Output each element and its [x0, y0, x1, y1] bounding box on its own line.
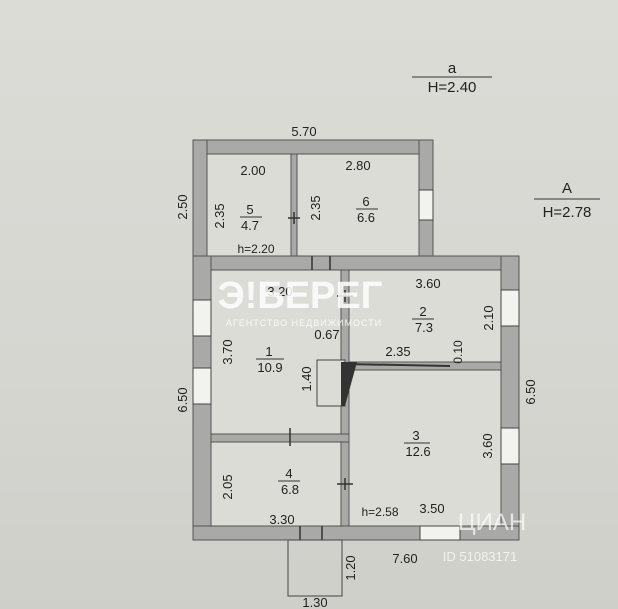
brand-watermark: Э!БЕРЕГ [218, 275, 383, 317]
room-4-floor [210, 441, 342, 527]
room-4-area: 6.8 [281, 482, 299, 497]
room-6-width: 2.80 [345, 158, 370, 173]
brand-watermark-sub: АГЕНТСТВО НЕДВИЖИМОСТИ [226, 318, 382, 328]
room-1-number: 1 [265, 344, 272, 359]
dim-left-top: 2.50 [175, 194, 190, 219]
room-4-number: 4 [285, 466, 292, 481]
room-1-depth: 3.70 [220, 339, 235, 364]
room-3-number: 3 [412, 428, 419, 443]
room-5-depth: 2.35 [212, 203, 227, 228]
window-right-2 [500, 427, 520, 465]
window-bottom [419, 525, 461, 541]
room-1-area: 10.9 [257, 360, 282, 375]
wall-annex-partition [290, 153, 298, 257]
room-5-width: 2.00 [240, 163, 265, 178]
room-1-extra-1: 0.67 [314, 327, 339, 342]
room-3-width: 3.50 [419, 501, 444, 516]
windows [192, 189, 520, 541]
level-A-letter: A [562, 180, 572, 197]
room-4-width: 3.30 [269, 512, 294, 527]
room-1-width: 3.20 [267, 284, 292, 299]
room-3-height: h=2.58 [361, 505, 398, 519]
window-left-2 [192, 367, 212, 405]
room-2-depth: 2.10 [481, 305, 496, 330]
room-2-area: 7.3 [415, 320, 433, 335]
cian-watermark-id: ID 51083171 [443, 549, 517, 564]
room-6-floor [296, 153, 420, 257]
room-5-area: 4.7 [241, 218, 259, 233]
room-6-area: 6.6 [357, 210, 375, 225]
room-5-height: h=2.20 [237, 242, 274, 256]
stair-box [316, 359, 346, 407]
level-a-letter: a [448, 60, 457, 77]
window-annex-right [418, 189, 434, 221]
room-2-floor [348, 269, 502, 363]
stair-line [344, 363, 451, 367]
room-5-number: 5 [246, 202, 253, 217]
wall-annex-top [192, 139, 434, 155]
room-2-width: 3.60 [415, 276, 440, 291]
wall-room4-top [210, 433, 350, 443]
room-1-extra-2: 1.40 [299, 366, 314, 391]
room-6-depth: 2.35 [308, 195, 323, 220]
dim-right: 6.50 [523, 379, 538, 404]
level-a-height: H=2.40 [428, 79, 477, 96]
dim-left-main: 6.50 [175, 387, 190, 412]
dim-top-width: 5.70 [291, 124, 316, 139]
door-marks [288, 212, 353, 540]
porch-outline [287, 539, 343, 597]
room-2-extra-2: 0.10 [451, 340, 465, 364]
room-interiors [206, 153, 502, 527]
window-right-1 [500, 289, 520, 327]
room-5-floor [206, 153, 292, 257]
dim-porch-depth: 1.20 [343, 555, 358, 580]
window-left-1 [192, 299, 212, 337]
wall-annex-left [192, 139, 208, 263]
room-1-floor [210, 269, 342, 435]
room-3-area: 12.6 [405, 444, 430, 459]
dim-bottom-width: 7.60 [392, 551, 417, 566]
level-A-height: H=2.78 [543, 204, 592, 221]
dim-porch-width: 1.30 [302, 595, 327, 609]
room-4-depth: 2.05 [220, 474, 235, 499]
room-2-extra-1: 2.35 [385, 344, 410, 359]
wall-main-top [192, 255, 520, 271]
cian-watermark: ЦИАН [458, 509, 526, 536]
room-6-number: 6 [362, 194, 369, 209]
room-3-depth: 3.60 [480, 433, 495, 458]
room-3-floor [348, 369, 502, 527]
room-2-number: 2 [419, 304, 426, 319]
stair-shading [341, 362, 357, 406]
